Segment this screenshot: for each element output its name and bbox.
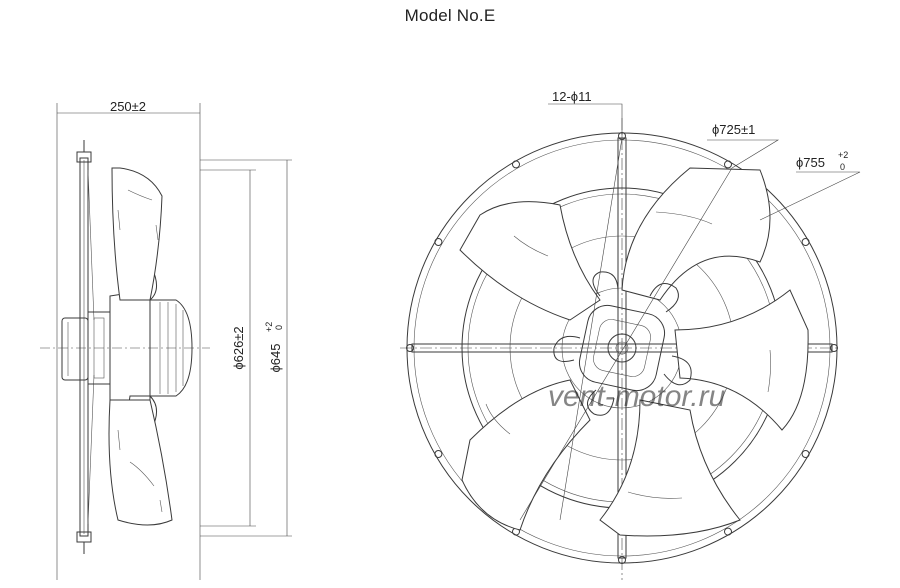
blade-front-3 (599, 399, 741, 537)
blade-front-1 (621, 167, 771, 301)
outer-leader (759, 171, 861, 221)
mounting-hole (618, 556, 626, 564)
blade-side-lower (108, 399, 173, 526)
mounting-hole (724, 160, 732, 169)
mounting-hole (724, 527, 732, 536)
blade-front-2 (674, 289, 809, 431)
hub-lug-4 (587, 389, 615, 416)
mounting-hole (801, 238, 810, 246)
pitch-diameter-label: ϕ725±1 (712, 122, 755, 137)
blade-side-upper (111, 167, 163, 301)
blades-front (459, 167, 809, 537)
blade-front-4 (461, 379, 591, 531)
hub-lug-5 (553, 335, 581, 362)
hub-lug-2 (649, 283, 679, 313)
hub-front (578, 304, 666, 392)
guard-bar-horizontal (411, 343, 833, 353)
mounting-hole (434, 450, 443, 458)
width-dimension-label: 250±2 (110, 99, 146, 114)
front-outer-tolerance-lower: 0 (840, 162, 845, 172)
page-title: Model No.E (404, 6, 496, 25)
holes-callout: 12-ϕ11 (552, 89, 592, 104)
front-outer-diameter-label: ϕ755 (796, 155, 825, 170)
mounting-holes (406, 132, 838, 564)
mounting-hole (512, 160, 520, 169)
mounting-hole (434, 238, 443, 246)
hub-lug-3 (663, 355, 692, 386)
side-view: 250±2 (40, 99, 292, 580)
front-view: 12-ϕ11 ϕ725±1 ϕ755 +2 0 vent-motor.ru (400, 89, 861, 580)
inner-diameter-label: ϕ626±2 (231, 326, 246, 369)
mounting-hole (801, 450, 810, 458)
front-outer-tolerance-upper: +2 (838, 150, 848, 160)
pitch-leader (707, 139, 780, 169)
mounting-hole (830, 344, 838, 352)
hub-center (607, 333, 637, 363)
side-outer-tolerance-lower: 0 (274, 325, 284, 330)
side-outer-diameter-label: ϕ645 (268, 344, 283, 373)
watermark: vent-motor.ru (548, 380, 726, 413)
blade-front-5 (459, 201, 601, 321)
holes-leader (548, 103, 623, 138)
mounting-hole (406, 344, 414, 352)
side-outer-tolerance-upper: +2 (264, 322, 274, 332)
